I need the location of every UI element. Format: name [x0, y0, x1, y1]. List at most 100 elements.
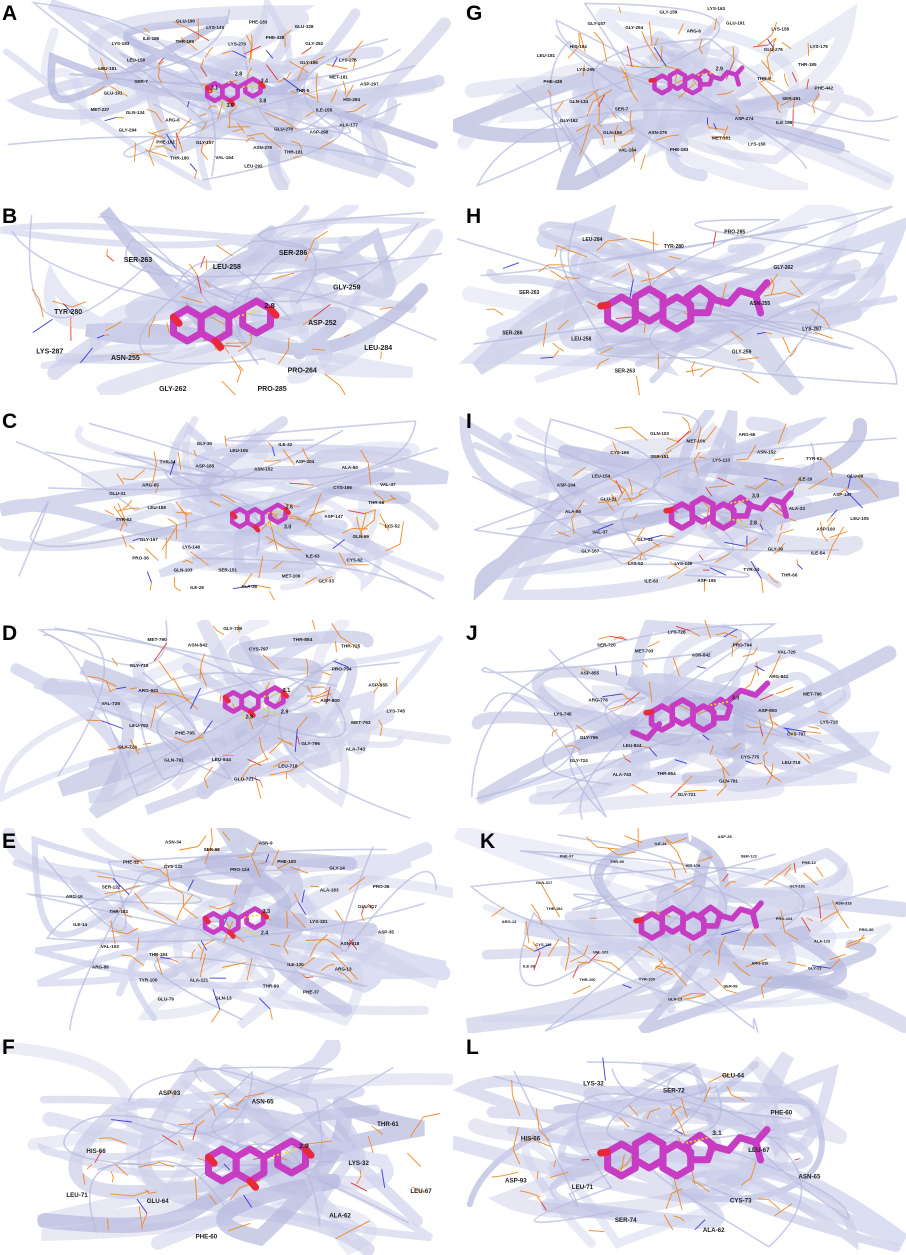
residue-label: GLY-729 [223, 626, 242, 632]
residue-stick [209, 500, 221, 507]
residue-label: GLY-101 [790, 884, 806, 889]
residue-stick [734, 742, 741, 748]
residue-label: ARG-316 [752, 961, 770, 966]
residue-label: GLY-30 [768, 547, 784, 552]
residue-stick [230, 356, 242, 372]
residue-label: GLU-190 [176, 19, 195, 24]
protein-loop [480, 205, 894, 296]
residue-stick [243, 1194, 253, 1208]
residue-stick [623, 692, 640, 706]
residue-stick [200, 144, 204, 152]
residue-stick [146, 571, 152, 583]
residue-stick [31, 288, 40, 300]
protein-loop [520, 850, 805, 938]
protein-ribbon [87, 5, 437, 162]
residue-stick [250, 137, 255, 139]
residue-stick [312, 493, 322, 514]
protein-loop [535, 2, 721, 111]
ligand-structure [204, 1137, 315, 1191]
residue-stick [571, 499, 585, 519]
residue-stick [378, 719, 383, 726]
residue-stick [797, 752, 811, 764]
residue-stick [111, 1177, 114, 1183]
residue-label: LYS-716 [820, 720, 838, 725]
residue-stick [759, 693, 774, 701]
hydrogen-bond [222, 99, 226, 110]
residue-stick [203, 778, 209, 789]
residue-stick [523, 944, 535, 952]
residue-stick [82, 1173, 86, 1185]
residue-stick [159, 1161, 175, 1168]
residue-label: GLY-167 [140, 537, 158, 542]
residue-stick [636, 375, 640, 395]
residue-label: LEU-181 [98, 66, 117, 71]
residue-label: ASP-855 [580, 670, 599, 675]
residue-stick [149, 582, 152, 591]
residue-label: LYS-276 [339, 58, 357, 63]
residue-label: TYR-280 [664, 244, 684, 250]
residue-label: PRO-285 [258, 386, 287, 393]
residue-label: ILE-186 [776, 120, 793, 125]
residue-stick [167, 518, 177, 525]
residue-stick [306, 665, 309, 677]
residue-stick [547, 938, 560, 957]
residue-stick [534, 943, 552, 952]
residue-stick [201, 121, 208, 131]
residue-stick [673, 870, 676, 879]
residue-stick [192, 1126, 198, 1141]
residue-stick [698, 38, 703, 49]
residue-label: ASP-800 [320, 698, 340, 704]
residue-stick [132, 537, 140, 542]
residue-stick [129, 739, 140, 755]
residue-stick [293, 892, 299, 903]
residue-label: GLU-191 [104, 91, 123, 96]
residue-stick [829, 531, 848, 539]
residue-stick [150, 691, 174, 695]
residue-stick [360, 449, 369, 464]
protein-ribbon-group [0, 205, 444, 395]
residue-stick [707, 366, 715, 371]
residue-label: GLY-157 [196, 140, 214, 145]
residue-stick [640, 542, 662, 556]
residue-label: ALA-177 [339, 123, 358, 128]
residue-label: GLN-134 [569, 99, 588, 104]
residue-stick [181, 296, 203, 304]
residue-stick [225, 835, 231, 841]
residue-stick [297, 901, 307, 915]
protein-ribbon-group [459, 410, 900, 600]
residue-stick [197, 835, 207, 847]
protein-loop [238, 211, 425, 338]
residue-stick [277, 349, 289, 365]
residue-stick [699, 48, 704, 55]
residue-stick [662, 449, 672, 457]
residue-stick [250, 776, 261, 782]
residue-label: SER-122 [102, 884, 121, 889]
residue-stick [532, 941, 541, 953]
residue-stick [577, 961, 589, 964]
residue-stick [628, 1105, 639, 1117]
residue-stick [493, 308, 504, 316]
residue-stick [771, 94, 780, 105]
residue-stick [683, 789, 707, 792]
residue-stick [771, 273, 779, 283]
residue-label: GLY-262 [159, 386, 186, 393]
protein-ribbon [476, 634, 851, 805]
residue-label: ALA-743 [613, 772, 632, 777]
residue-stick [611, 112, 617, 119]
residue-stick [110, 920, 116, 944]
residue-stick [276, 860, 294, 870]
protein-ribbon [10, 634, 320, 804]
residue-stick [676, 430, 690, 444]
residue-stick [531, 903, 540, 916]
residue-label: ILE-130 [287, 962, 304, 967]
residue-label: SER-286 [279, 250, 308, 257]
residue-stick [630, 90, 639, 102]
residue-label: THR-100 [579, 977, 596, 982]
residue-stick [662, 534, 675, 538]
residue-stick [193, 449, 197, 457]
residue-stick [564, 276, 574, 279]
residue-stick [536, 1196, 542, 1203]
protein-loop [30, 1, 402, 177]
residue-stick [148, 152, 155, 166]
